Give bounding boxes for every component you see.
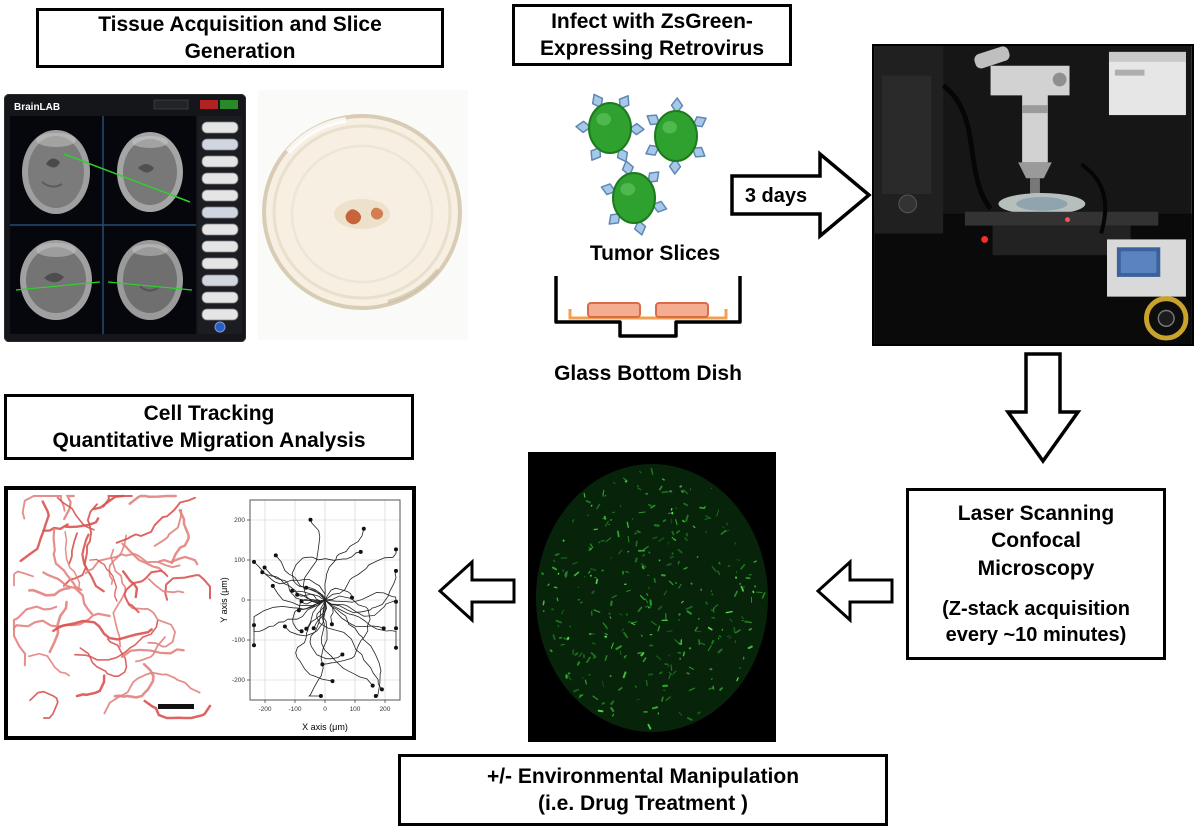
tissue-slice-spot bbox=[345, 209, 362, 225]
step-label-tissue-acquisition: Tissue Acquisition and Slice Generation bbox=[36, 8, 444, 68]
migration-plot: X axis (μm) Y axis (μm) -200 -100 0 100 200 -… bbox=[219, 499, 401, 732]
mri-sagittal-view bbox=[20, 240, 92, 320]
mri-coronal-view bbox=[117, 132, 183, 212]
retrovirus-illustration bbox=[548, 80, 768, 242]
petri-dish-photo bbox=[258, 90, 468, 340]
label-line: Infect with ZsGreen- bbox=[551, 9, 753, 33]
mri-coronal-view-2 bbox=[117, 240, 183, 320]
confocal-micrograph bbox=[528, 452, 776, 742]
label-line: Microscopy bbox=[977, 556, 1095, 580]
label-line: Laser Scanning bbox=[957, 502, 1115, 526]
label-line: (i.e. Drug Treatment ) bbox=[537, 792, 749, 815]
flow-arrow-right: 3 days bbox=[730, 146, 872, 244]
petri-dish-graphic bbox=[258, 90, 468, 340]
arrow-duration-label: 3 days bbox=[745, 185, 807, 207]
svg-text:-200: -200 bbox=[258, 706, 271, 713]
brainlab-screen-graphic: BrainLAB bbox=[4, 94, 246, 342]
plot-x-axis-label: X axis (μm) bbox=[302, 722, 348, 732]
control-panel-buttons bbox=[201, 121, 239, 333]
trajectory-line bbox=[63, 153, 191, 203]
brainlab-brand-text: BrainLAB bbox=[14, 102, 60, 113]
dish-graphic bbox=[554, 276, 742, 338]
svg-text:-100: -100 bbox=[232, 637, 245, 644]
confocal-image-graphic bbox=[528, 452, 776, 742]
trajectory-line bbox=[107, 281, 193, 291]
svg-text:-100: -100 bbox=[288, 706, 301, 713]
microscope-body bbox=[990, 65, 1070, 163]
membrane-insert bbox=[568, 309, 728, 320]
green-indicator bbox=[220, 100, 238, 109]
flow-arrow-left-2 bbox=[436, 556, 516, 626]
trajectory-line bbox=[15, 281, 101, 291]
arrow-right-icon: 3 days bbox=[730, 150, 872, 240]
svg-text:0: 0 bbox=[241, 597, 245, 604]
step-label-environmental-manipulation: +/- Environmental Manipulation (i.e. Dru… bbox=[398, 754, 888, 826]
svg-text:-200: -200 bbox=[232, 677, 245, 684]
red-indicator bbox=[200, 100, 218, 109]
plot-y-axis-label: Y axis (μm) bbox=[219, 577, 229, 623]
step-label-cell-tracking: Cell Tracking Quantitative Migration Ana… bbox=[4, 394, 414, 460]
svg-text:200: 200 bbox=[380, 706, 391, 713]
migration-analysis-image: X axis (μm) Y axis (μm) -200 -100 0 100 200 -… bbox=[4, 486, 416, 740]
retrovirus-particles-graphic bbox=[575, 93, 707, 236]
tumor-slice-2 bbox=[655, 302, 709, 318]
label-line: Quantitative Migration Analysis bbox=[52, 429, 366, 452]
equipment-box bbox=[1108, 51, 1186, 116]
tissue-slice-spot bbox=[370, 207, 384, 220]
step-label-confocal-microscopy: Laser Scanning Confocal Microscopy (Z-st… bbox=[906, 488, 1166, 660]
cell-tracks-image bbox=[12, 494, 212, 720]
label-line: +/- Environmental Manipulation bbox=[486, 764, 800, 788]
tumor-slice-1 bbox=[587, 302, 641, 318]
svg-text:200: 200 bbox=[234, 517, 245, 524]
mri-axial-view bbox=[22, 130, 90, 214]
flow-arrow-left-1 bbox=[814, 556, 894, 626]
dish-cross-section bbox=[542, 272, 754, 350]
arrow-down-icon bbox=[1004, 352, 1082, 464]
flow-arrow-down bbox=[1004, 352, 1082, 464]
label-line: Cell Tracking bbox=[143, 401, 275, 425]
laser-indicator-dot bbox=[1065, 217, 1071, 223]
label-line: Generation bbox=[184, 40, 296, 63]
label-line: Expressing Retrovirus bbox=[539, 37, 765, 60]
tumor-slices-label: Tumor Slices bbox=[589, 242, 721, 265]
label-line: Confocal bbox=[991, 529, 1081, 553]
dish-wall-outline bbox=[554, 276, 742, 338]
label-line: every ~10 minutes) bbox=[945, 623, 1127, 646]
step-label-infect-retrovirus: Infect with ZsGreen- Expressing Retrovir… bbox=[512, 4, 792, 66]
label-line: (Z-stack acquisition bbox=[942, 597, 1130, 620]
brainlab-monitor-image: BrainLAB bbox=[4, 94, 246, 342]
arrow-left-icon bbox=[437, 558, 516, 624]
arrow-left-icon bbox=[815, 558, 894, 624]
laser-indicator-dot bbox=[981, 235, 989, 243]
svg-text:100: 100 bbox=[350, 706, 361, 713]
microscope-photo bbox=[872, 44, 1194, 346]
svg-text:0: 0 bbox=[323, 706, 327, 713]
microscope-graphic bbox=[874, 46, 1192, 344]
svg-text:100: 100 bbox=[234, 557, 245, 564]
label-line: Tissue Acquisition and Slice bbox=[98, 12, 382, 36]
glass-bottom-dish-label: Glass Bottom Dish bbox=[554, 362, 742, 385]
